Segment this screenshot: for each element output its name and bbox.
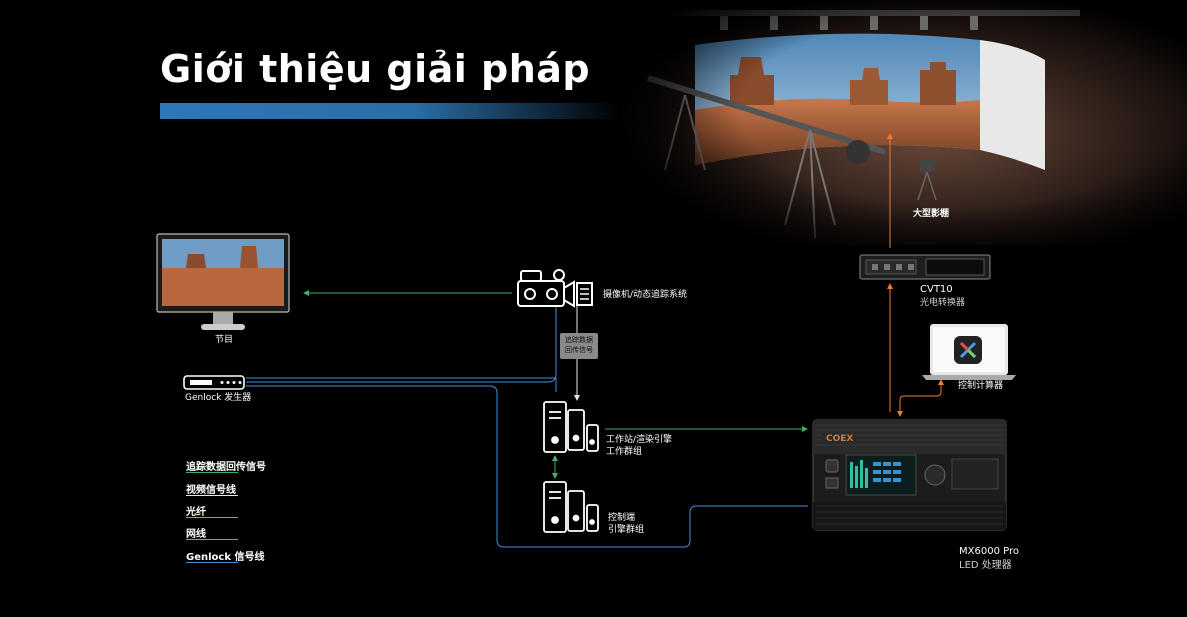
control-engine-label-line1: 控制端 — [608, 513, 636, 523]
tracking-tag-line2: 回传信号 — [565, 346, 593, 354]
processor-name-label: LED 处理器 — [959, 560, 1012, 571]
legend-item-video: 视频信号线 — [186, 485, 236, 496]
workstation-servers-icon — [543, 401, 599, 453]
monitor-label: 节目 — [215, 335, 234, 345]
control-engine-label-line2: 引擎群组 — [608, 525, 645, 535]
legend-item-tracking: 追踪数据回传信号 — [186, 462, 266, 473]
control-engine-servers-icon — [543, 481, 599, 533]
genlock-line-camera-top — [246, 306, 557, 383]
camera-icon — [517, 269, 593, 308]
mx6000-processor-device — [812, 419, 1007, 531]
workstation-label-line1: 工作站/渲染引擎 — [606, 435, 673, 445]
genlock-line-processor — [246, 385, 808, 548]
processor-brand-label: COEX — [826, 434, 854, 444]
studio-photo — [620, 0, 1187, 245]
processor-model-label: MX6000 Pro — [959, 546, 1019, 557]
legend-line-tracking — [186, 472, 238, 473]
led-screen-label: 大型影棚 — [913, 209, 950, 219]
legend-item-genlock: Genlock 信号线 — [186, 552, 265, 563]
control-pc-label: 控制计算器 — [958, 381, 1004, 391]
monitor-device — [156, 233, 290, 330]
legend-item-network: 网线 — [186, 529, 206, 540]
cvt10-model-label: CVT10 — [920, 284, 953, 295]
network-processor-to-pc — [899, 379, 944, 412]
tracking-tag-line1: 追踪数据 — [565, 336, 593, 344]
tracking-signal-tag: 追踪数据 回传信号 — [560, 333, 598, 359]
genlock-line-camera — [246, 377, 557, 392]
title-underline-bar — [160, 103, 620, 119]
cvt10-name-label: 光电转换器 — [920, 298, 966, 308]
genlock-generator-label: Genlock 发生器 — [185, 393, 252, 403]
legend-line-network — [186, 539, 238, 540]
legend-line-fiber — [186, 517, 238, 518]
cvt10-device — [859, 254, 991, 280]
genlock-generator-device — [183, 375, 245, 390]
camera-label: 摄像机/动态追踪系统 — [603, 290, 688, 300]
workstation-label-line2: 工作群组 — [606, 447, 643, 457]
page-title: Giới thiệu giải pháp — [160, 47, 591, 91]
legend-line-genlock — [186, 562, 238, 563]
legend-line-video — [186, 495, 238, 496]
control-pc-laptop — [922, 324, 1016, 380]
legend-item-fiber: 光纤 — [186, 507, 206, 518]
